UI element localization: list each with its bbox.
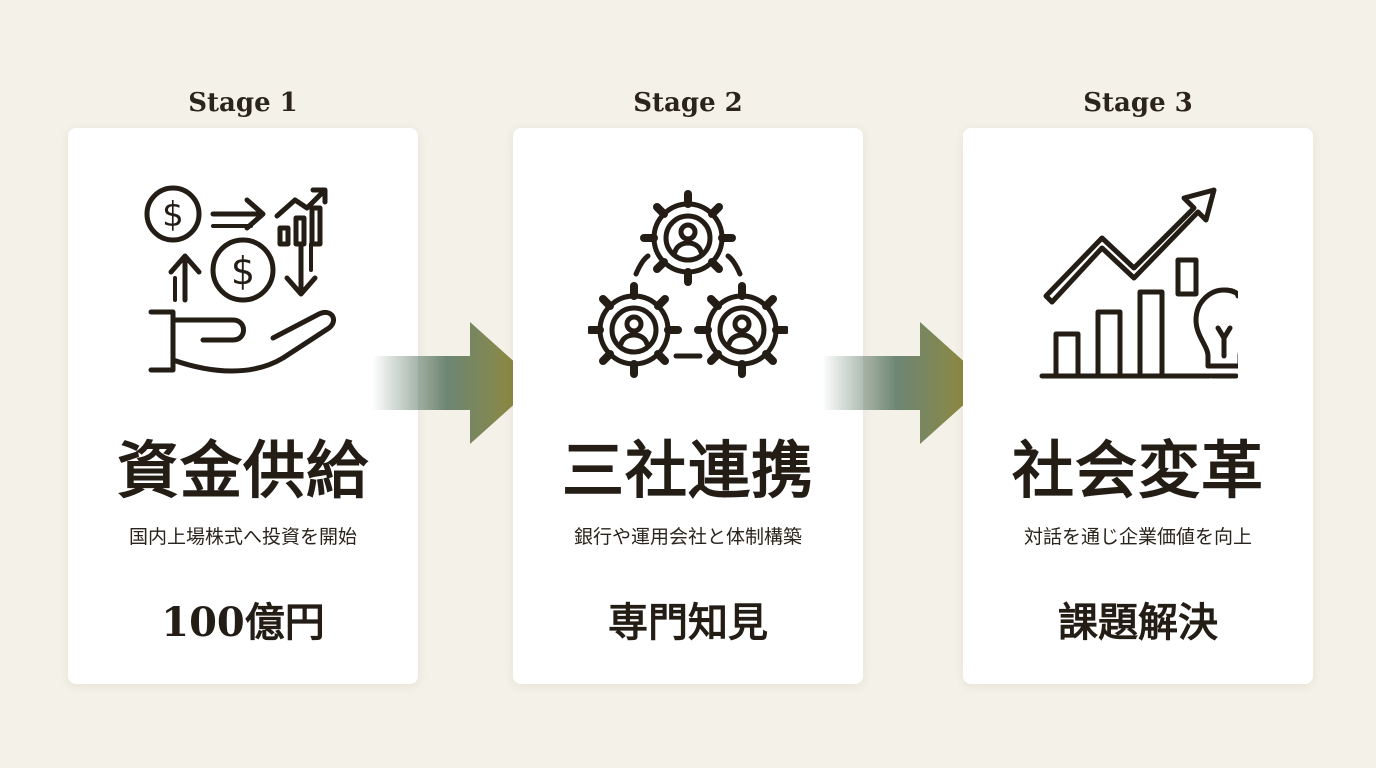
stage-1-label: Stage 1 bbox=[188, 88, 298, 118]
stage-3-label: Stage 3 bbox=[1083, 88, 1193, 118]
stage-3-highlight: 課題解決 bbox=[1058, 599, 1218, 646]
stage-2-title: 三社連携 bbox=[561, 434, 814, 507]
stage-1-card: $ $ 資金供給 国内上場株式へ投資を開始 100億円 bbox=[68, 128, 418, 684]
stage-2-description: 銀行や運用会社と体制構築 bbox=[573, 526, 802, 548]
svg-text:$: $ bbox=[231, 249, 255, 293]
stage-3-description: 対話を通じ企業価値を向上 bbox=[1023, 526, 1252, 548]
stage-1-title: 資金供給 bbox=[116, 434, 369, 507]
stage-3-card: 社会変革 対話を通じ企業価値を向上 課題解決 bbox=[963, 128, 1313, 684]
stage-2-label: Stage 2 bbox=[633, 88, 743, 118]
money-flow-hand-icon: $ $ bbox=[143, 180, 343, 390]
svg-text:$: $ bbox=[162, 195, 184, 235]
arrow-right-icon bbox=[822, 322, 992, 444]
stage-2-card: 三社連携 銀行や運用会社と体制構築 専門知見 bbox=[513, 128, 863, 684]
growth-chart-lightbulb-icon bbox=[1038, 180, 1238, 390]
stage-3-title: 社会変革 bbox=[1011, 434, 1264, 507]
stage-1-highlight: 100億円 bbox=[161, 599, 325, 646]
stage-1-description: 国内上場株式へ投資を開始 bbox=[128, 526, 357, 548]
arrow-right-icon bbox=[372, 322, 542, 444]
three-gears-people-icon bbox=[588, 180, 788, 390]
stage-2-highlight: 専門知見 bbox=[608, 599, 768, 646]
